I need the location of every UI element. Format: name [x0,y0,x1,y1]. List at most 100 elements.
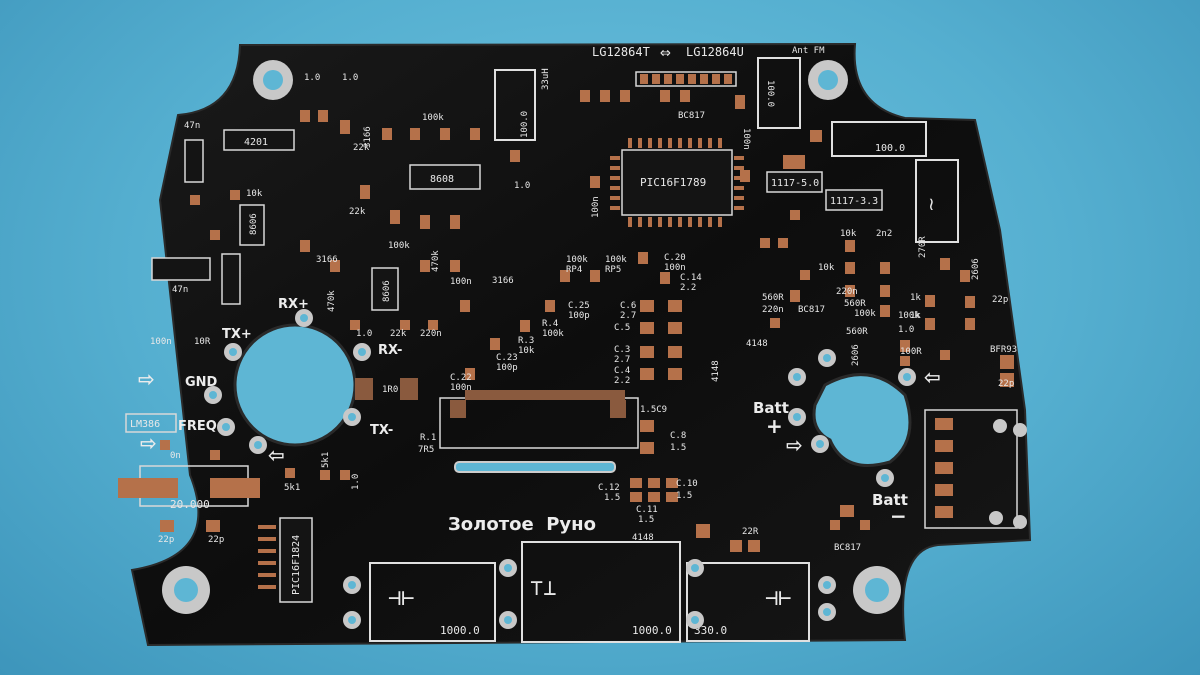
v10-right: 1.0 [898,325,914,335]
cap-bottom-right-symbol: ⊣⊢ [765,586,792,611]
rp5-label: RP5 [605,265,621,275]
ic-8606-b [371,267,399,311]
v10-left-bottom: 1.0 [351,474,361,490]
c6-label: C.6 [620,301,636,311]
v100n-top: 100n [741,128,751,150]
crystal-pad-left [118,478,178,498]
c22p-b: 22p [998,379,1014,389]
batt-minus-sign: − [890,504,907,528]
c9-label: 1.5C9 [640,405,667,415]
mount-hole-bottom-left [162,566,210,614]
mcu2-label: PIC16F1824 [291,535,302,595]
r560-b-label: 560R [844,299,866,309]
v1k-right-a: 1k [910,293,921,303]
rx-minus-label: RX- [378,343,402,358]
cap-right-value: 100.0 [875,143,905,154]
c47n-b: 47n [172,285,188,295]
speaker-hole-left [233,323,357,447]
batt-arrow-icon: ⇨ [786,433,803,457]
display-connector-pins [465,390,625,400]
r10k-a: 10k [246,189,263,199]
c22-label: C.22 [450,373,472,383]
via-holes [209,314,911,624]
r4-label: R.4 [542,319,558,329]
display-arrow-icon: ⇔ [660,42,671,63]
c11-label: C.11 [636,505,658,515]
cap-top-mid [494,69,536,141]
crystal-label: 20.000 [170,498,210,511]
d4148-a-label: 4148 [632,533,654,543]
c5-label: C.5 [614,323,630,333]
v27-c6: 2.7 [620,311,636,321]
lm386-label: LM386 [130,419,160,430]
v15-c8: 1.5 [670,443,686,453]
c22p-c: 22p [158,535,174,545]
v100n-right: 100n [591,196,601,218]
r1-label: R.1 [420,433,436,443]
c23-label: C.23 [496,353,518,363]
v10-top: 1.0 [304,73,320,83]
c2n2-right: 2n2 [876,229,892,239]
r22k-a: 22k [353,143,370,153]
regulator-5v-label: 1117-5.0 [771,178,819,189]
r270-label: 270R [918,236,928,258]
pcb-board [130,42,1032,647]
c0n-left: 0n [170,451,181,461]
r470k-a: 470k [431,250,441,272]
bfr93-label: BFR93 [990,345,1017,355]
speaker-hole-right [812,373,912,467]
c20-label: C.20 [664,253,686,263]
rx-plus-label: RX+ [278,297,309,312]
cap-bottom-right [686,562,810,642]
r10k-c: 10k [818,263,835,273]
cap-top-right-value: 100.0 [765,80,775,107]
cap-bottom-left [369,562,496,642]
board-title: Золотое Руно [448,514,596,535]
display-header [635,71,737,87]
cap-top-right [757,57,801,129]
bc817-a-label: BC817 [678,111,705,121]
ic-8608 [409,164,481,190]
regulator-3v3-label: 1117-3.3 [830,196,878,207]
tx-arrow-icon: ⇦ [268,443,285,467]
cap-bottom-mid-value: 1000.0 [632,624,672,637]
d4148-c-label: 4148 [711,360,721,382]
display-connector-slot [454,461,616,473]
v27-c3: 2.7 [614,355,630,365]
c47n-a: 47n [184,121,200,131]
regulator-5v [766,171,823,193]
c14-label: C.14 [680,273,702,283]
cap-bottom-left-symbol: ⊣⊢ [388,586,415,611]
v3166-a: 3166 [316,255,338,265]
gnd-label: GND [185,375,218,390]
v10-mid: 1.0 [356,329,372,339]
ic-8606-a [239,204,265,246]
r560-c-label: 560R [846,327,868,337]
regulator-3v3 [825,189,883,211]
v15-c12: 1.5 [604,493,620,503]
batt-minus-label: Batt [872,491,908,509]
ic-4201 [223,129,295,151]
r100k-a: 100k [388,241,410,251]
display-label-right: LG12864U [686,45,744,59]
v100k-a: 100k [566,255,588,265]
r100-label: 100R [900,347,922,357]
v100k-right: 100k [854,309,876,319]
ic-8606-a-label: 8606 [249,213,259,235]
v100k-r4: 100k [542,329,564,339]
c10-label: C.10 [676,479,698,489]
inductor-coil [915,159,959,243]
right-arrow-icon: ⇦ [924,365,941,389]
v15-c11: 1.5 [638,515,654,525]
v10-top-b: 1.0 [342,73,358,83]
batt-plus-label: Batt [753,399,789,417]
freq-arrow-icon: ⇨ [140,431,157,455]
c220n-mid: 220n [420,329,442,339]
v3166-c: 3166 [363,126,373,148]
c100n-left: 100n [150,337,172,347]
lm386-outline [125,413,177,433]
cap-bottom-left-value: 1000.0 [440,624,480,637]
l2606-label: 2606 [851,344,861,366]
ic-8608-label: 8608 [430,174,454,185]
c22p-d: 22p [208,535,224,545]
